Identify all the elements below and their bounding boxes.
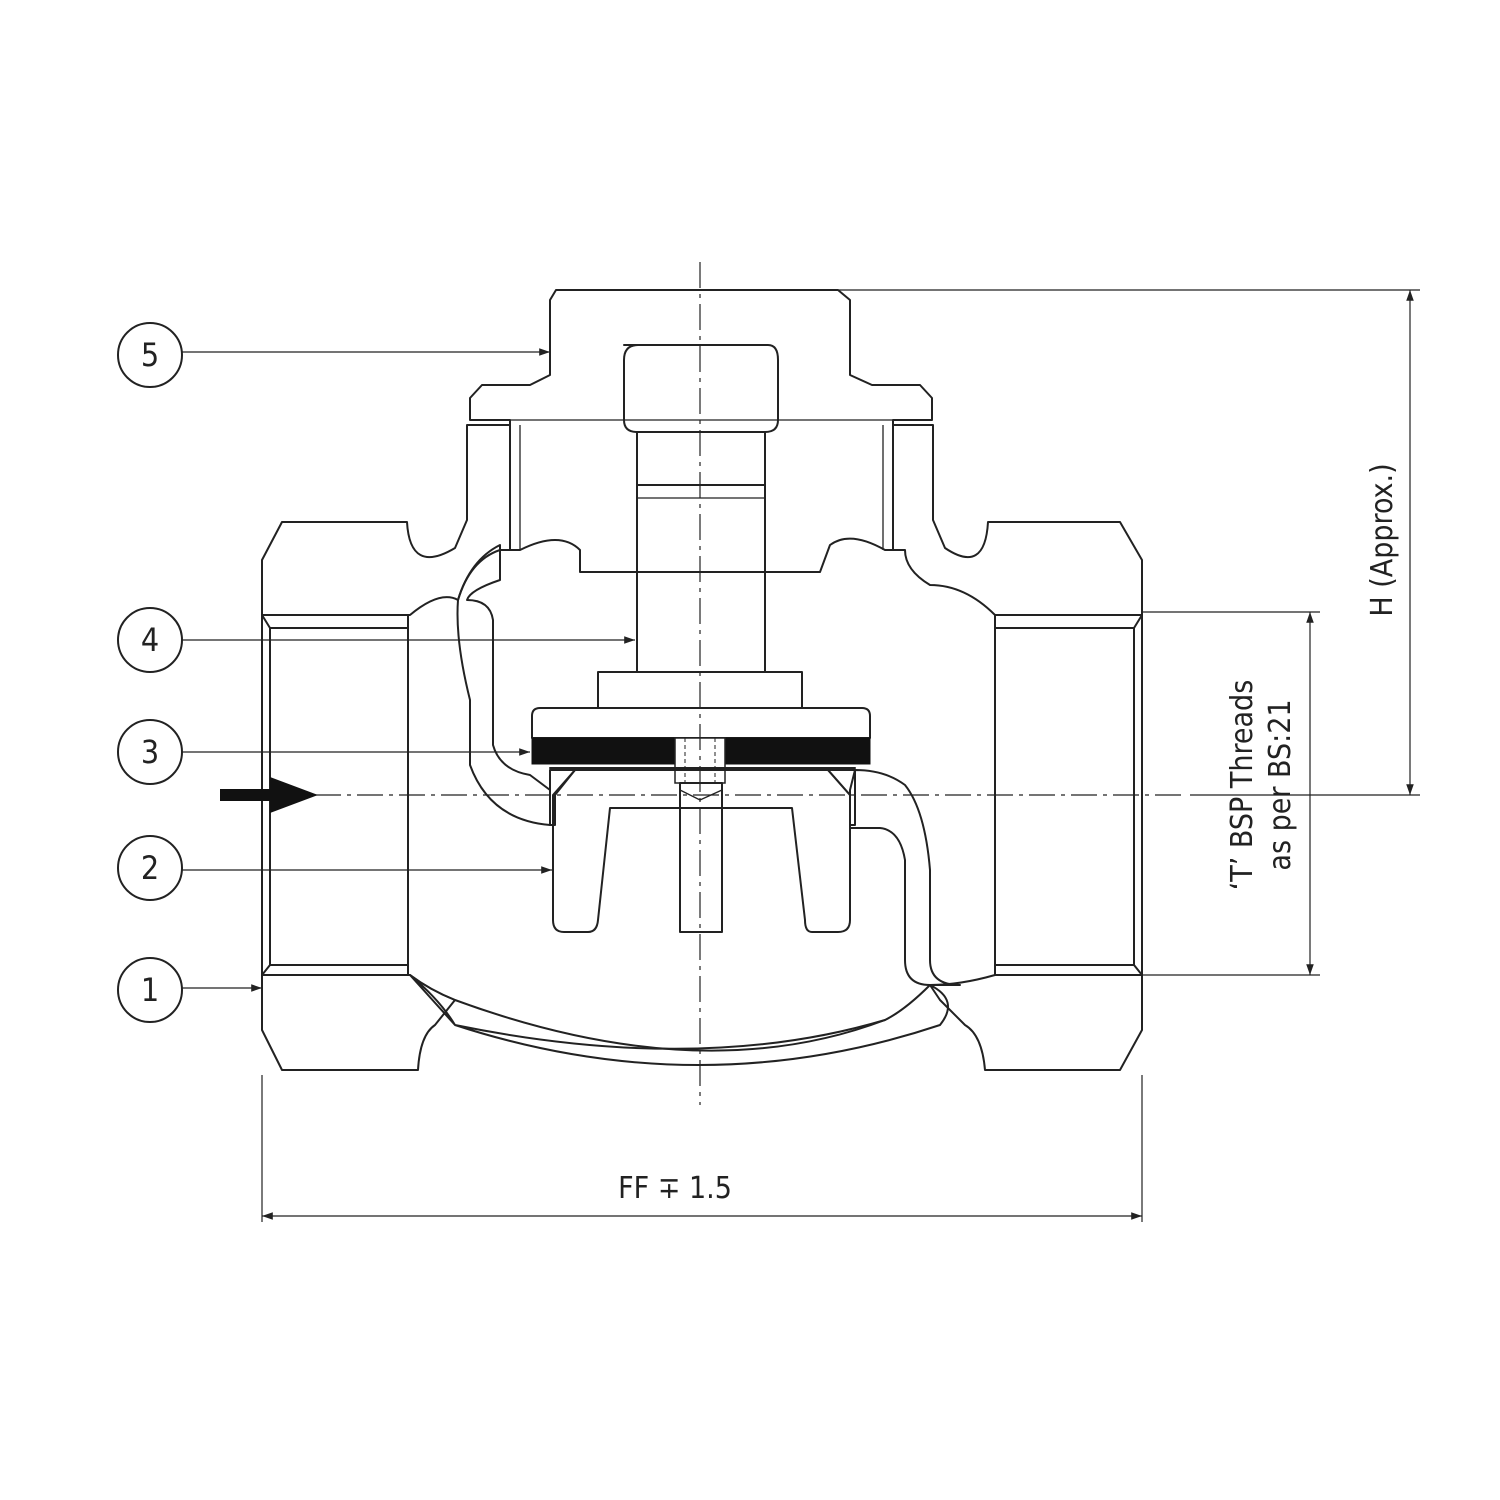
dimension-h [838, 289, 1420, 796]
callout-3: 3 [117, 719, 530, 785]
balloon-number: 4 [141, 621, 159, 659]
thread-spec-line2: as per BS:21 [1263, 699, 1298, 870]
seat-washer [531, 737, 871, 784]
callout-5: 5 [117, 322, 550, 388]
bonnet [469, 289, 933, 573]
callout-1: 1 [117, 957, 262, 1023]
centerlines [315, 262, 1185, 1105]
thread-spec-line1: ‘T’ BSP Threads [1225, 680, 1260, 891]
balloon-number: 5 [141, 336, 159, 374]
flow-direction-arrow [220, 777, 318, 813]
balloon-number: 2 [141, 849, 159, 887]
callout-4: 4 [117, 607, 635, 673]
balloon-number: 1 [141, 971, 159, 1009]
callout-2: 2 [117, 835, 552, 901]
dimension-thread [1142, 611, 1320, 976]
balloon-number: 3 [141, 733, 159, 771]
ff-dimension-label: FF ∓ 1.5 [618, 1171, 732, 1206]
height-dimension-label: H (Approx.) [1365, 463, 1400, 616]
disc-holder [531, 707, 871, 739]
disc-guide-wings [552, 769, 851, 933]
dimension-ff [261, 1075, 1143, 1222]
